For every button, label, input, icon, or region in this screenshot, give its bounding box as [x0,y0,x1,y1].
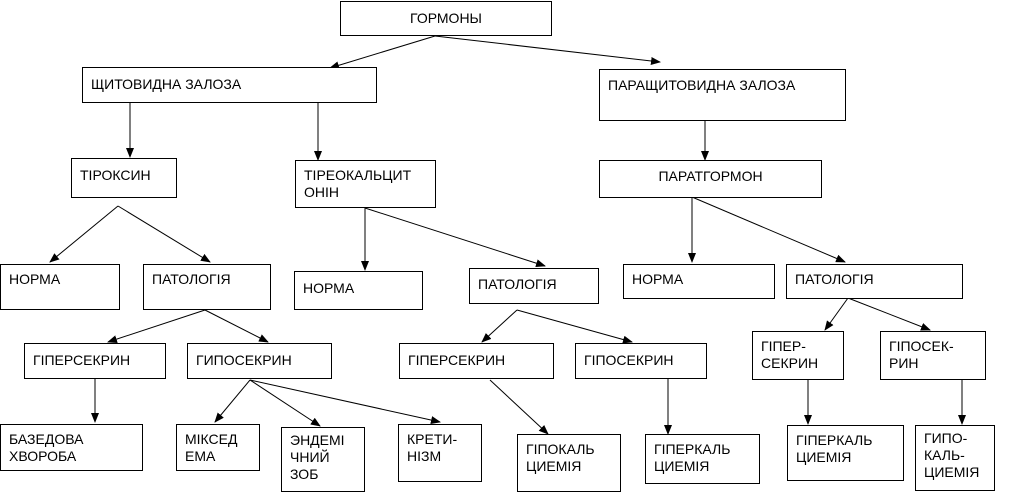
node-hyposecretion-3: ГІПОСЕК- РИН [880,331,986,380]
node-pathology-1: ПАТОЛОГІЯ [143,264,271,310]
arrow-patho3-hypo3 [847,297,931,331]
node-hypersecretion-1: ГІПЕРСЕКРИН [24,343,166,379]
node-hypersecretion-2: ГІПЕРСЕКРИН [399,343,554,379]
node-endemic-goiter: ЭНДЕМІ ЧНИЙ ЗОБ [281,427,365,492]
arrow-patho1-hypo1 [204,309,269,343]
arrow-patho3-hyper3 [824,297,849,331]
arrow-hypo1-cretinism [249,379,441,424]
arrow-thyroxine-norm1 [49,205,119,263]
node-norm-1: НОРМА [0,264,120,310]
node-hypercalcemia-1: ГІПЕРКАЛЬ ЦИЕМІЯ [645,434,760,484]
node-norm-3: НОРМА [623,264,775,299]
arrow-patho2-hypo2 [516,309,633,344]
arrow-parathormone-patho3 [691,196,846,263]
node-myxedema: МІКСЕД ЕМА [176,424,260,471]
node-hormones: ГОРМОНЫ [340,1,552,36]
arrow-hormones-thyroid [329,35,436,70]
arrow-hypo1-goiter [249,379,321,427]
arrow-patho2-hyper2 [481,309,518,343]
arrow-hyper2-hypocalc1 [489,379,549,435]
arrow-thyroxine-patho1 [117,205,211,263]
node-norm-2: НОРМА [294,271,423,310]
node-thyrocalcitonin: ТІРЕОКАЛЬЦИТ ОНІН [295,160,436,208]
node-thyroxine: ТІРОКСИН [71,158,177,198]
node-parathormone: ПАРАТГОРМОН [599,160,822,198]
node-thyroid-gland: ЩИТОВИДНА ЗАЛОЗА [82,67,377,103]
arrow-hypo1-myxedema [214,379,251,423]
node-pathology-3: ПАТОЛОГІЯ [786,264,963,299]
node-hypercalcemia-2: ГІПЕРКАЛЬ ЦИЕМІЯ [787,425,904,481]
arrow-thyrocalcitonin-patho2 [364,207,546,268]
node-pathology-2: ПАТОЛОГІЯ [469,268,599,304]
node-parathyroid-gland: ПАРАЩИТОВИДНА ЗАЛОЗА [599,69,846,121]
arrow-hormones-parathyroid [434,35,661,65]
node-hyposecretion-2: ГІПОСЕКРИН [575,343,707,379]
node-graves-disease: БАЗЕДОВА ХВОРОБА [0,424,143,471]
node-cretinism: КРЕТИ- НІЗМ [398,424,482,482]
arrow-patho1-hyper1 [107,309,206,343]
node-hypocalcemia-1: ГІПОКАЛЬ ЦИЕМІЯ [517,434,621,492]
node-hyposecretion-1: ГИПОСЕКРИН [187,343,332,379]
node-hypersecretion-3: ГІПЕР- СЕКРИН [752,331,844,380]
node-hypocalcemia-2: ГИПО- КАЛЬ- ЦИЕМІЯ [915,425,995,491]
